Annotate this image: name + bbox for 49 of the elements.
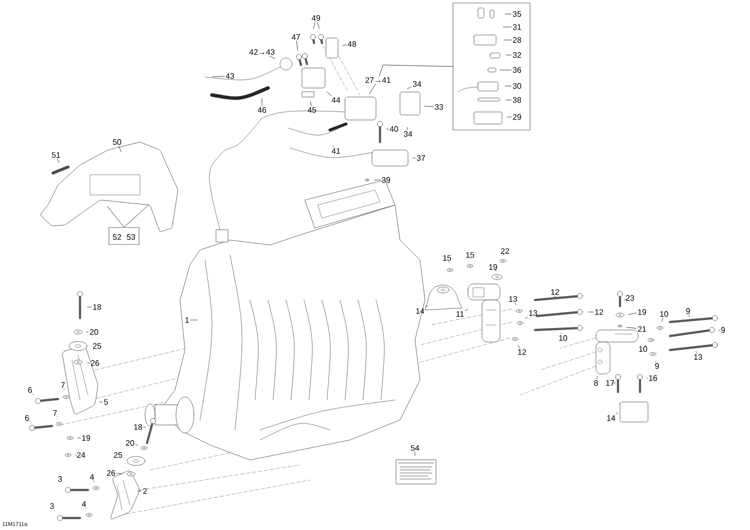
leader-line <box>87 306 92 308</box>
leader-line <box>661 318 664 322</box>
leader-line <box>612 382 616 384</box>
leader-line <box>506 116 512 118</box>
leader-line <box>624 298 627 300</box>
leader-line <box>628 312 637 315</box>
leader-line <box>554 296 556 299</box>
leader-line <box>269 56 276 60</box>
leader-line <box>212 76 225 78</box>
leader-line <box>342 44 347 46</box>
leader-line <box>407 127 408 130</box>
leader-line <box>465 309 468 312</box>
leader-line <box>379 64 453 76</box>
leader-line <box>57 158 60 163</box>
leader-line <box>137 490 142 492</box>
leader-line <box>116 473 123 474</box>
leader-line <box>106 206 124 228</box>
leader-line <box>718 330 720 331</box>
leader-line <box>688 314 690 317</box>
leader-line <box>514 302 516 305</box>
leader-line <box>524 316 528 319</box>
leader-line <box>502 26 512 28</box>
leader-line <box>424 106 434 107</box>
leader-line <box>414 452 416 456</box>
leader-line <box>143 426 146 428</box>
leader-line <box>425 305 428 308</box>
leader-line <box>317 22 320 29</box>
group-frame <box>452 2 530 130</box>
group-frame <box>108 227 140 245</box>
leader-line <box>616 412 618 414</box>
leader-line <box>506 54 512 56</box>
leader-line <box>118 146 122 152</box>
leader-line <box>386 128 389 130</box>
leader-line <box>407 86 412 90</box>
leader-line <box>87 362 90 364</box>
leader-line <box>518 344 520 348</box>
leader-line <box>626 327 637 329</box>
leader-line <box>124 204 149 228</box>
leader-line <box>296 40 298 51</box>
leader-line <box>596 376 598 380</box>
leader-line <box>369 84 376 94</box>
leader-line <box>310 101 312 106</box>
leader-line <box>696 351 697 354</box>
leader-line <box>644 344 646 348</box>
leader-line <box>494 268 496 272</box>
leader-line <box>326 91 332 96</box>
leader-line <box>135 444 138 446</box>
leader-line <box>75 454 77 456</box>
leader-line <box>313 22 316 29</box>
